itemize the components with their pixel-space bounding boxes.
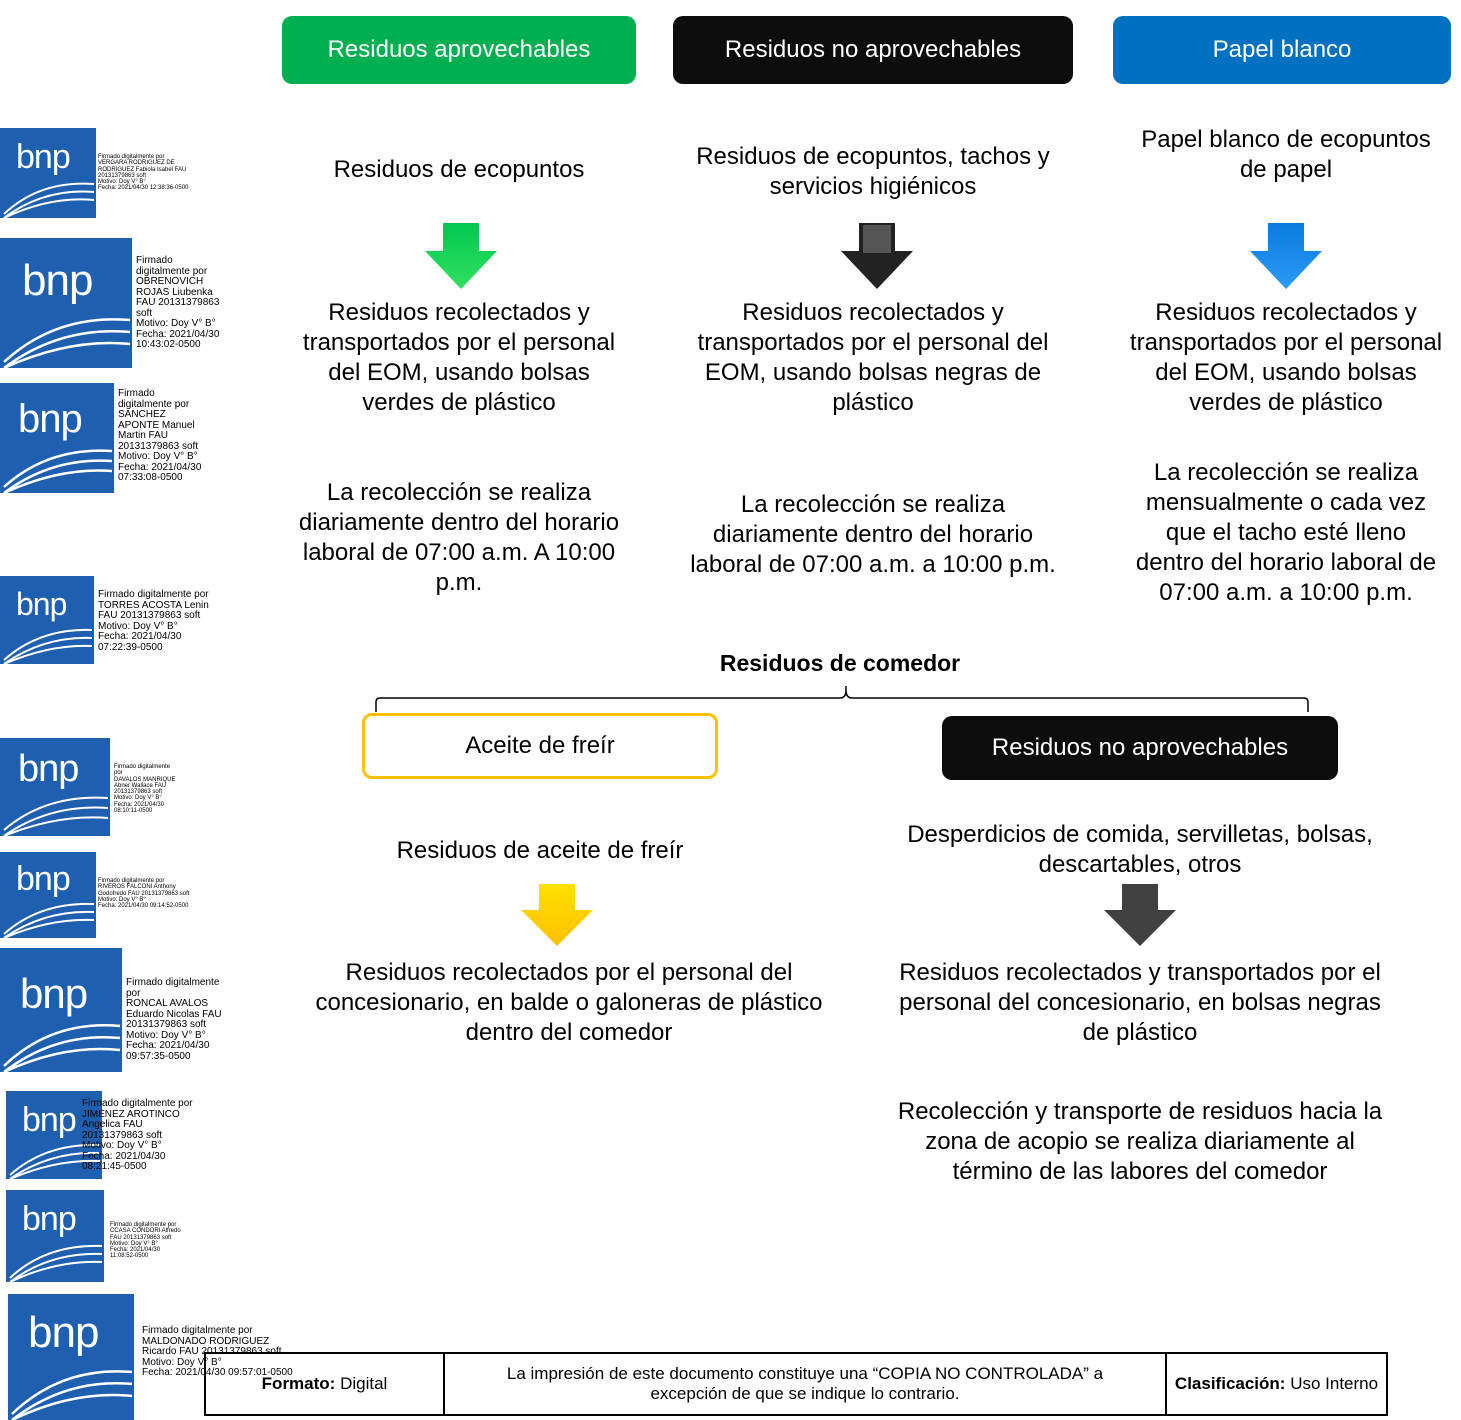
bnp-logo: bnp	[0, 948, 122, 1072]
aceite-box: Aceite de freír	[362, 713, 718, 779]
bnp-logo-arcs	[9, 1244, 103, 1282]
footer-format-label: Formato:	[261, 1374, 336, 1393]
bnp-logo: bnp	[0, 128, 96, 218]
signature-block: bnp Firmado digitalmente por CCASA CONDO…	[6, 1190, 246, 1282]
signature-block: bnp Firmado digitalmente por MALDONADO R…	[8, 1294, 308, 1420]
nonrec-collection: Residuos recolectados y transportados po…	[899, 959, 1381, 1046]
signature-text: Firmado digitalmente por RIVEROS FALCONI…	[98, 878, 190, 910]
bnp-logo: bnp	[6, 1091, 102, 1179]
oil-collection: Residuos recolectados por el personal de…	[315, 959, 823, 1046]
bnp-logo-arcs	[3, 796, 109, 836]
header-papel-blanco: Papel blanco	[1113, 16, 1451, 84]
signature-text: Firmado digitalmente por DAVALOS MANRIQU…	[114, 764, 176, 815]
yellow-arrow-icon	[521, 884, 593, 946]
col2-schedule: La recolección se realiza diariamente de…	[690, 491, 1056, 578]
signature-text: Firmado digitalmente por CCASA CONDORI A…	[110, 1222, 181, 1260]
comedor-title: Residuos de comedor	[719, 650, 961, 676]
col1-schedule: La recolección se realiza diariamente de…	[298, 479, 620, 596]
signature-block: bnp Firmado digitalmente por RONCAL AVAL…	[0, 948, 240, 1072]
signature-block: bnp Firmado digitalmente por SANCHEZ APO…	[0, 383, 240, 495]
bnp-logo-arcs	[3, 628, 93, 664]
comedor-no-aprovechables-box: Residuos no aprovechables	[942, 716, 1338, 780]
col1-collection: Residuos recolectados y transportados po…	[302, 299, 616, 416]
bnp-logo-arcs	[3, 182, 95, 218]
signature-text: Firmado digitalmente por RONCAL AVALOS E…	[126, 977, 222, 1062]
footer-class-label: Clasificación:	[1174, 1374, 1286, 1393]
bnp-logo: bnp	[0, 576, 94, 664]
bnp-logo: bnp	[0, 238, 132, 368]
header-no-aprovechables: Residuos no aprovechables	[673, 16, 1073, 84]
comedor-brace	[375, 686, 1309, 712]
col3-source: Papel blanco de ecopuntos de papel	[1141, 126, 1431, 183]
oil-source: Residuos de aceite de freír	[396, 837, 684, 864]
bnp-logo-text: bnp	[16, 860, 71, 898]
green-arrow-icon	[425, 223, 497, 289]
blue-arrow-icon	[1250, 223, 1322, 289]
bnp-logo: bnp	[0, 383, 114, 493]
nonrec-source: Desperdicios de comida, servilletas, bol…	[907, 821, 1373, 878]
signature-text: Firmado digitalmente por SANCHEZ APONTE …	[118, 388, 202, 483]
black-arrow-icon	[841, 223, 913, 289]
footer-table: Formato: Digital La impresión de este do…	[204, 1352, 1388, 1416]
bnp-logo-arcs	[3, 318, 131, 368]
signature-block: bnp Firmado digitalmente por VERGARA ROD…	[0, 128, 240, 220]
bnp-logo-text: bnp	[22, 1200, 77, 1238]
signature-block: bnp Firmado digitalmente por DAVALOS MAN…	[0, 738, 240, 836]
bnp-logo-arcs	[11, 1370, 133, 1420]
bnp-logo-text: bnp	[22, 256, 93, 305]
header-aprovechables-label: Residuos aprovechables	[327, 36, 591, 63]
col3-schedule: La recolección se realiza mensualmente o…	[1135, 459, 1437, 606]
col1-source: Residuos de ecopuntos	[333, 156, 585, 183]
signature-text: Firmado digitalmente por OBRENOVICH ROJA…	[136, 255, 220, 350]
bnp-logo-arcs	[3, 449, 113, 493]
bnp-logo-text: bnp	[22, 1101, 77, 1139]
footer-class-value: Uso Interno	[1285, 1374, 1379, 1393]
bnp-logo-text: bnp	[28, 1308, 99, 1357]
bnp-logo-arcs	[9, 1143, 101, 1179]
bnp-logo: bnp	[0, 738, 110, 836]
col2-collection: Residuos recolectados y transportados po…	[697, 299, 1049, 416]
signature-block: bnp Firmado digitalmente por OBRENOVICH …	[0, 238, 240, 368]
bnp-logo-text: bnp	[18, 748, 79, 790]
signature-text: Firmado digitalmente por JIMENEZ AROTINC…	[82, 1098, 193, 1172]
bnp-logo-text: bnp	[16, 586, 67, 622]
comedor-no-aprovechables-label: Residuos no aprovechables	[991, 734, 1289, 761]
footer-format-value: Digital	[335, 1374, 388, 1393]
gray-arrow-icon	[1104, 884, 1176, 946]
bnp-logo: bnp	[6, 1190, 104, 1282]
bnp-logo-arcs	[3, 902, 95, 938]
bnp-logo-text: bnp	[16, 138, 71, 176]
bnp-logo-arcs	[3, 1024, 121, 1072]
bnp-logo: bnp	[0, 852, 96, 938]
bnp-logo: bnp	[8, 1294, 134, 1420]
signature-block: bnp Firmado digitalmente por JIMENEZ ARO…	[6, 1091, 246, 1179]
col3-collection: Residuos recolectados y transportados po…	[1129, 299, 1443, 416]
footer-class-cell: Clasificación: Uso Interno	[1165, 1352, 1388, 1416]
nonrec-schedule: Recolección y transporte de residuos hac…	[897, 1098, 1383, 1185]
bnp-logo-text: bnp	[20, 970, 88, 1017]
col2-source: Residuos de ecopuntos, tachos y servicio…	[696, 143, 1050, 200]
header-aprovechables: Residuos aprovechables	[282, 16, 636, 84]
footer-format-cell: Formato: Digital	[204, 1352, 445, 1416]
header-papel-blanco-label: Papel blanco	[1212, 36, 1352, 63]
signature-block: bnp Firmado digitalmente por TORRES ACOS…	[0, 576, 240, 664]
bnp-logo-text: bnp	[18, 397, 83, 441]
aceite-box-label: Aceite de freír	[465, 732, 615, 759]
signature-text: Firmado digitalmente por VERGARA RODRIGU…	[98, 154, 189, 192]
signature-text: Firmado digitalmente por TORRES ACOSTA L…	[98, 589, 209, 653]
signature-block: bnp Firmado digitalmente por RIVEROS FAL…	[0, 852, 240, 938]
footer-notice-cell: La impresión de este documento constituy…	[443, 1352, 1167, 1416]
footer-notice: La impresión de este documento constituy…	[506, 1364, 1104, 1403]
header-no-aprovechables-label: Residuos no aprovechables	[724, 36, 1022, 63]
